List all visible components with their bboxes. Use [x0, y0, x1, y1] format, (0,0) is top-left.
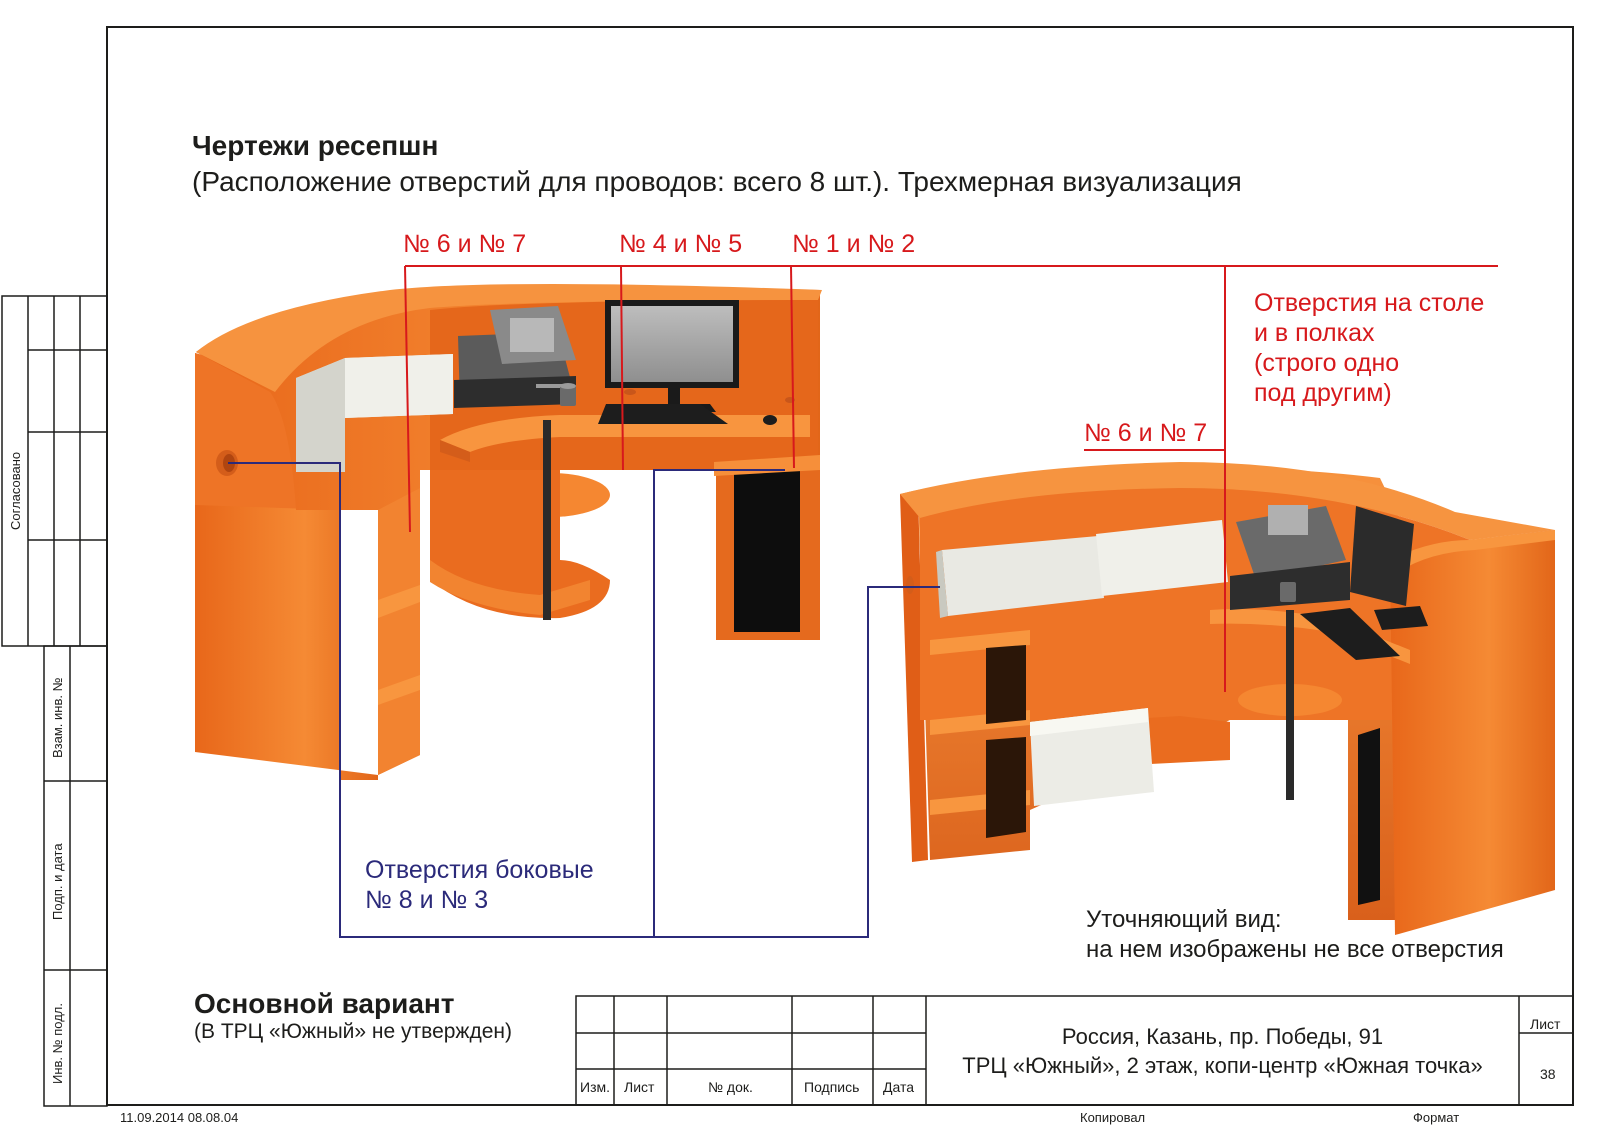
label-detail-view: Уточняющий вид: на нем изображены не все… [1086, 905, 1504, 965]
page-subtitle: (Расположение отверстий для проводов: вс… [192, 166, 1242, 197]
label-side-holes: Отверстия боковые № 8 и № 3 [365, 855, 594, 915]
stamp-inv-orig: Инв. № подл. [50, 1003, 65, 1084]
label-table-holes-line3: (строго одно [1254, 349, 1400, 377]
tb-sheet-number: 38 [1540, 1066, 1556, 1082]
label-table-holes-line2: и в полках [1254, 319, 1375, 347]
reception-desk-main [195, 284, 822, 780]
label-detail-view-line1: Уточняющий вид: [1086, 906, 1282, 933]
label-side-holes-line2: № 8 и № 3 [365, 886, 489, 914]
label-table-holes: Отверстия на столе и в полках (строго од… [1254, 288, 1484, 408]
footer-format: Формат [1413, 1110, 1460, 1125]
variant-title: Основной вариант [194, 988, 455, 1019]
label-holes-1-2: № 1 и № 2 [792, 230, 916, 258]
label-holes-6-7-right: № 6 и № 7 [1084, 419, 1208, 447]
footer-copied: Копировал [1080, 1110, 1146, 1125]
stamp-replace-inv: Взам. инв. № [50, 677, 65, 758]
tb-col-izm: Изм. [580, 1079, 610, 1095]
tb-col-doc: № док. [708, 1079, 753, 1095]
tb-col-date: Дата [883, 1079, 915, 1095]
tb-sheet-label: Лист [1530, 1016, 1561, 1032]
tb-col-list: Лист [624, 1079, 655, 1095]
label-holes-6-7-top: № 6 и № 7 [403, 230, 527, 258]
label-table-holes-line1: Отверстия на столе [1254, 289, 1485, 317]
variant-note: (В ТРЦ «Южный» не утвержден) [194, 1020, 512, 1043]
label-detail-view-line2: на нем изображены не все отверстия [1086, 936, 1504, 963]
stamp-agreed: Согласовано [8, 451, 23, 530]
page-title: Чертежи ресепшн [192, 130, 439, 161]
reception-desk-detail [900, 462, 1555, 935]
side-stamp-grid [1, 295, 108, 1107]
title-block-grid [575, 995, 1574, 1106]
label-side-holes-line1: Отверстия боковые [365, 856, 594, 884]
tb-address-line2: ТРЦ «Южный», 2 этаж, копи-центр «Южная т… [962, 1053, 1483, 1078]
tb-address-line1: Россия, Казань, пр. Победы, 91 [1061, 1024, 1384, 1049]
label-table-holes-line4: под другим) [1254, 379, 1392, 407]
label-holes-4-5: № 4 и № 5 [619, 230, 743, 258]
blue-leader-lines [228, 462, 940, 938]
footer-timestamp: 11.09.2014 08.08.04 [120, 1110, 239, 1125]
red-leader-lines [404, 265, 1498, 692]
stamp-sign-date: Подп. и дата [50, 843, 65, 920]
tb-col-sign: Подпись [804, 1079, 860, 1095]
